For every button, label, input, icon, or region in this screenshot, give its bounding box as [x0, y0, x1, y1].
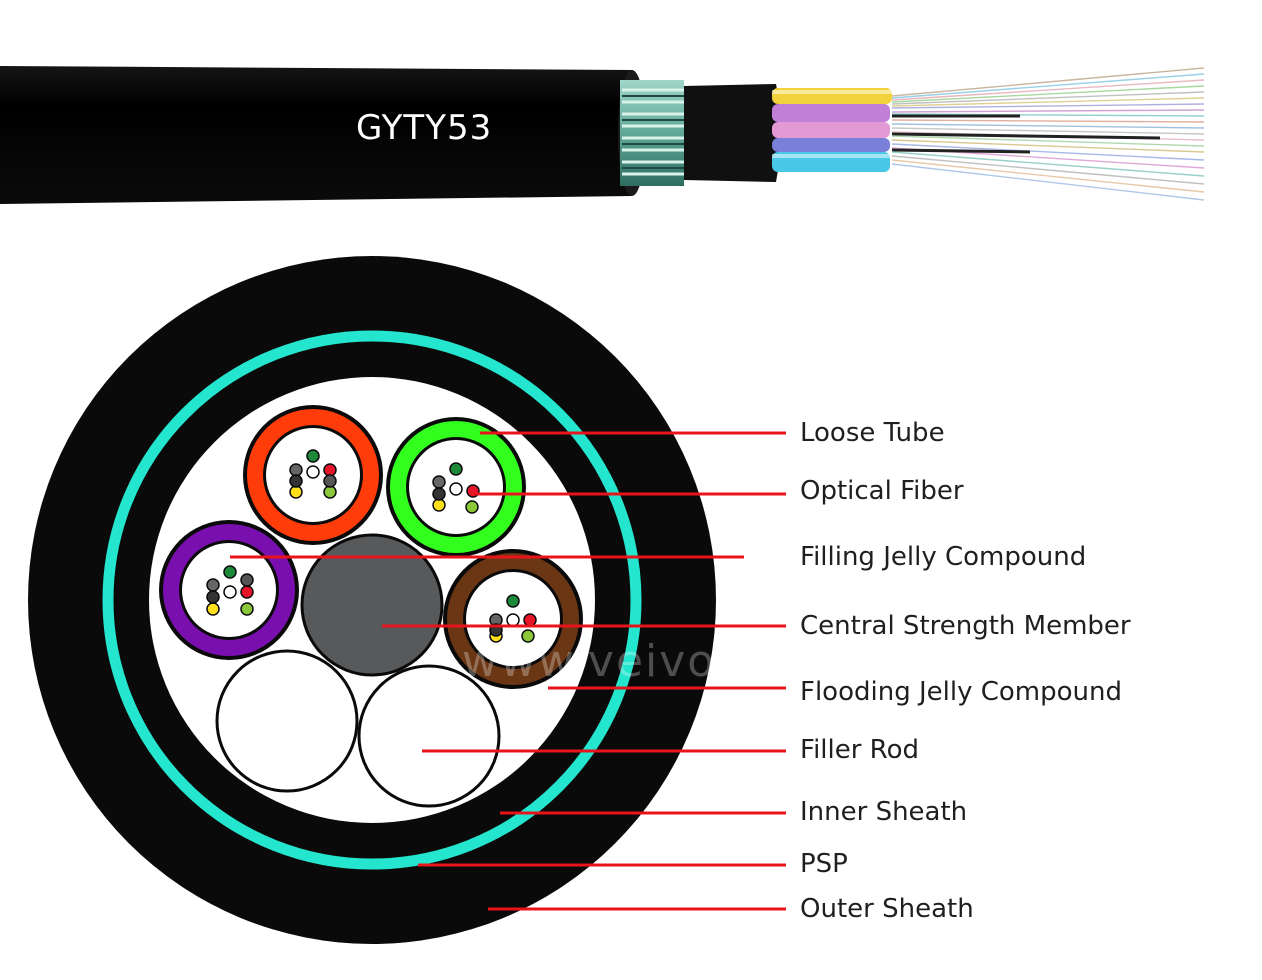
outer-sheath-body — [0, 66, 640, 204]
fiber-bundle-purple-tube — [206, 565, 254, 616]
label-central-strength-member: Central Strength Member — [800, 611, 1131, 641]
cable-side-view — [0, 66, 1205, 204]
psp-ring — [102, 330, 642, 870]
label-psp: PSP — [800, 849, 848, 879]
label-flooding-jelly-compound: Flooding Jelly Compound — [800, 677, 1122, 707]
watermark: www.veivot.com — [462, 636, 852, 687]
psp-armor-section — [620, 80, 684, 186]
cable-cross-section — [28, 256, 716, 944]
label-optical-fiber: Optical Fiber — [800, 476, 964, 506]
label-filler-rod: Filler Rod — [800, 735, 919, 765]
inner-sheath-section — [684, 84, 781, 182]
central-strength-member — [300, 533, 444, 677]
leader-lines — [230, 431, 786, 911]
fiber-bundle-green-tube — [432, 462, 480, 514]
label-filling-jelly-compound: Filling Jelly Compound — [800, 542, 1087, 572]
cable-model-label: GYTY53 — [356, 108, 493, 148]
filler-rod-right — [357, 664, 501, 808]
loose-tubes-section — [772, 88, 892, 172]
filler-rod-left — [215, 649, 359, 793]
label-outer-sheath: Outer Sheath — [800, 894, 974, 924]
fiber-bundle-red-tube — [289, 449, 337, 499]
label-loose-tube: Loose Tube — [800, 418, 945, 448]
fiber-fan — [891, 67, 1205, 201]
label-inner-sheath: Inner Sheath — [800, 797, 968, 827]
